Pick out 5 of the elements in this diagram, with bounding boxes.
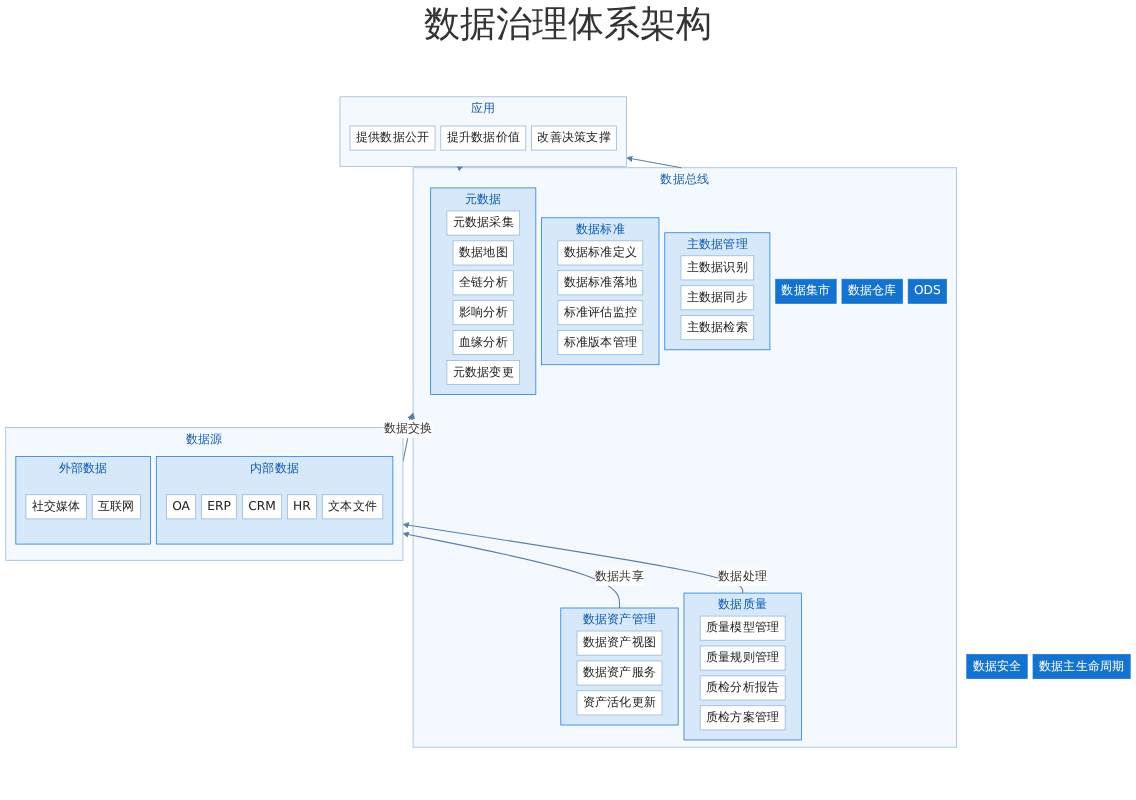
arrow bbox=[456, 165, 464, 172]
diagram-title: 数据治理体系架构 bbox=[422, 2, 714, 50]
arrow bbox=[626, 155, 682, 169]
arrow bbox=[402, 522, 744, 594]
arrow bbox=[402, 531, 621, 609]
